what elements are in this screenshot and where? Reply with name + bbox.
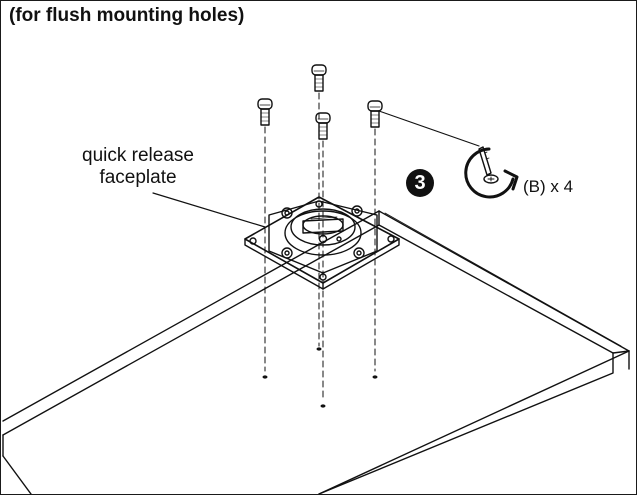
- quick-release-faceplate: [244, 196, 400, 290]
- screw-icon: [257, 98, 273, 126]
- panel-body: [2, 210, 630, 494]
- screwdriver-icon: [478, 146, 499, 184]
- clockwise-rotate-icon: [464, 147, 519, 199]
- faceplate-callout-label: quick release faceplate: [67, 145, 209, 189]
- callout-line-2: faceplate: [99, 167, 177, 188]
- page-title: (for flush mounting holes): [9, 5, 245, 26]
- callout-line-1: quick release: [82, 145, 194, 166]
- instruction-leader-line: [378, 110, 480, 147]
- mounting-hole-markers: [262, 347, 378, 408]
- faceplate-leader-line: [152, 192, 266, 228]
- screw-icon: [311, 64, 327, 92]
- step-number-badge: 3: [406, 169, 434, 197]
- screw-icon: [315, 112, 331, 140]
- screw-icon: [367, 100, 383, 128]
- alignment-guides: [264, 92, 376, 402]
- screw-quantity-label: (B) x 4: [523, 177, 574, 196]
